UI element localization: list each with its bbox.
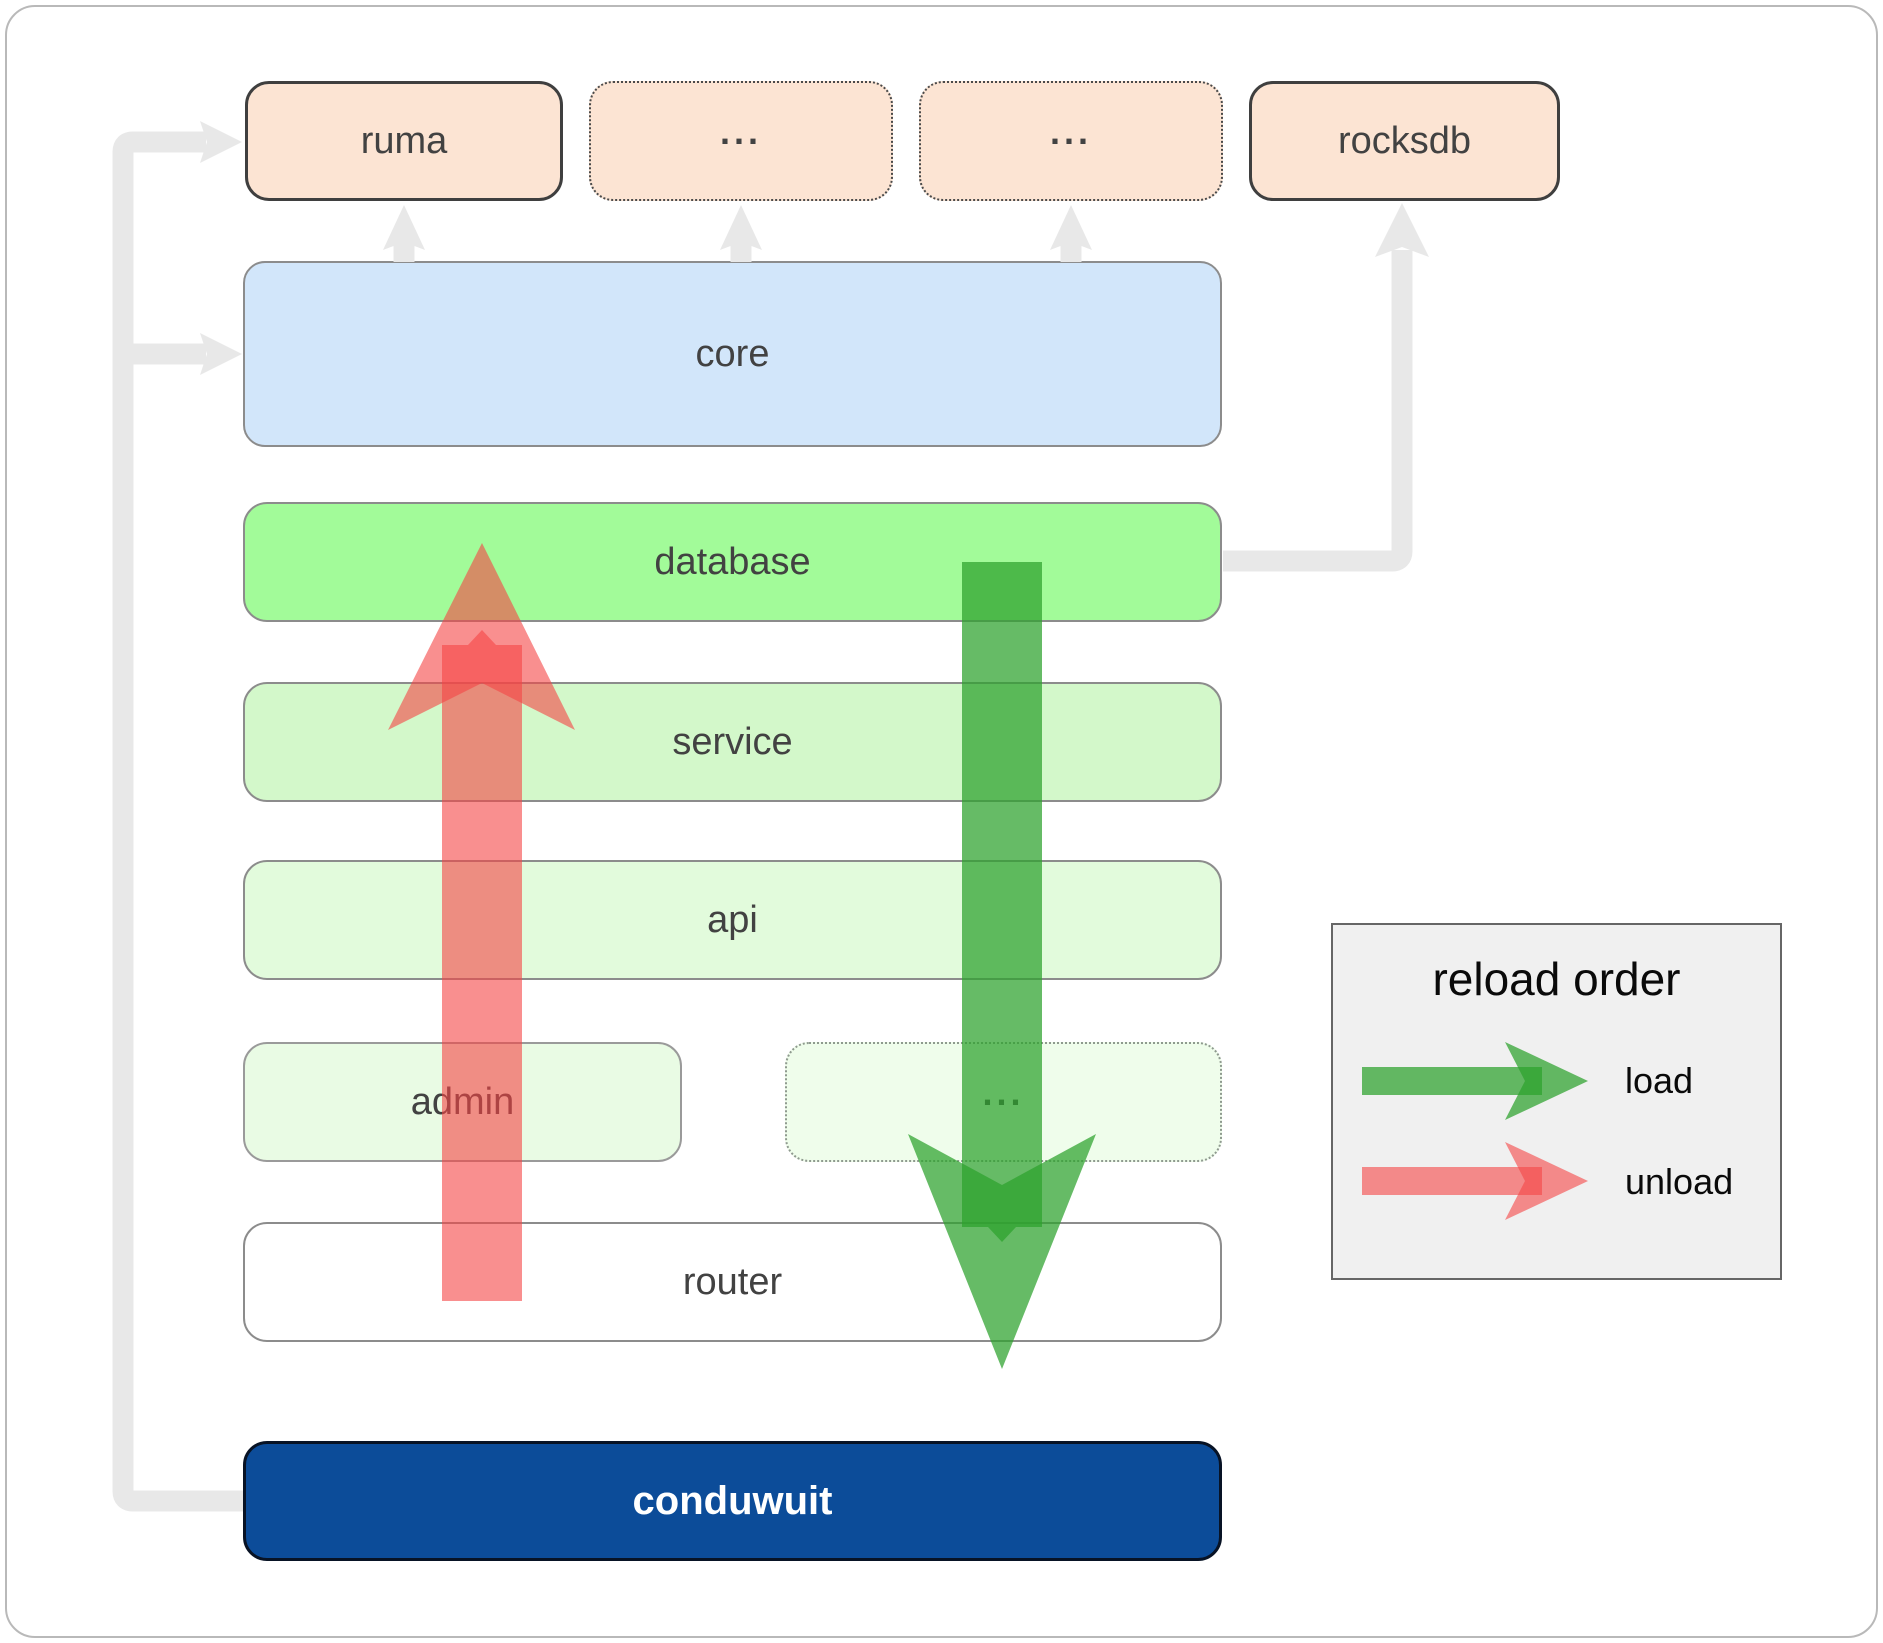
box-conduwuit: conduwuit <box>243 1441 1222 1561</box>
page-border <box>5 5 1878 1638</box>
box-core: core <box>243 261 1222 447</box>
box-router: router <box>243 1222 1222 1342</box>
conduwuit-feedback-line <box>112 131 243 1512</box>
core-to-ruma-arrow-icon <box>383 205 425 262</box>
box-core-label: core <box>695 332 770 375</box>
box-conduwuit-label: conduwuit <box>632 1478 833 1523</box>
legend-load-label: load <box>1625 1060 1694 1101</box>
database-rocksdb-line <box>1223 250 1413 572</box>
box-ellipsis-top-2-label: ... <box>1049 111 1092 152</box>
box-service-label: service <box>672 720 793 763</box>
box-ruma-label: ruma <box>360 119 448 162</box>
box-api: api <box>243 860 1222 980</box>
core-arrowhead-icon <box>200 333 242 375</box>
box-database: database <box>243 502 1222 622</box>
box-ellipsis-admin-row-label: ... <box>982 1072 1025 1113</box>
ruma-arrowhead-icon <box>200 121 242 163</box>
box-service: service <box>243 682 1222 802</box>
box-rocksdb-label: rocksdb <box>1337 119 1472 162</box>
core-to-ellipsis2-arrow-icon <box>1050 205 1092 262</box>
rocksdb-arrowhead-icon <box>1375 203 1429 257</box>
legend-title: reload order <box>1432 953 1681 1005</box>
legend-unload-label: unload <box>1625 1161 1734 1202</box>
box-router-label: router <box>682 1260 783 1303</box>
box-rocksdb: rocksdb <box>1249 81 1560 201</box>
box-ruma: ruma <box>245 81 563 201</box>
box-admin: admin <box>243 1042 682 1162</box>
box-ellipsis-top-1-label: ... <box>719 111 762 152</box>
box-api-label: api <box>707 898 758 941</box>
box-admin-label: admin <box>410 1080 515 1123</box>
core-to-ellipsis1-arrow-icon <box>720 205 762 262</box>
box-ellipsis-top-1: ... <box>589 81 893 201</box>
box-ellipsis-admin-row: ... <box>785 1042 1222 1162</box>
box-database-label: database <box>654 540 811 583</box>
box-ellipsis-top-2: ... <box>919 81 1223 201</box>
